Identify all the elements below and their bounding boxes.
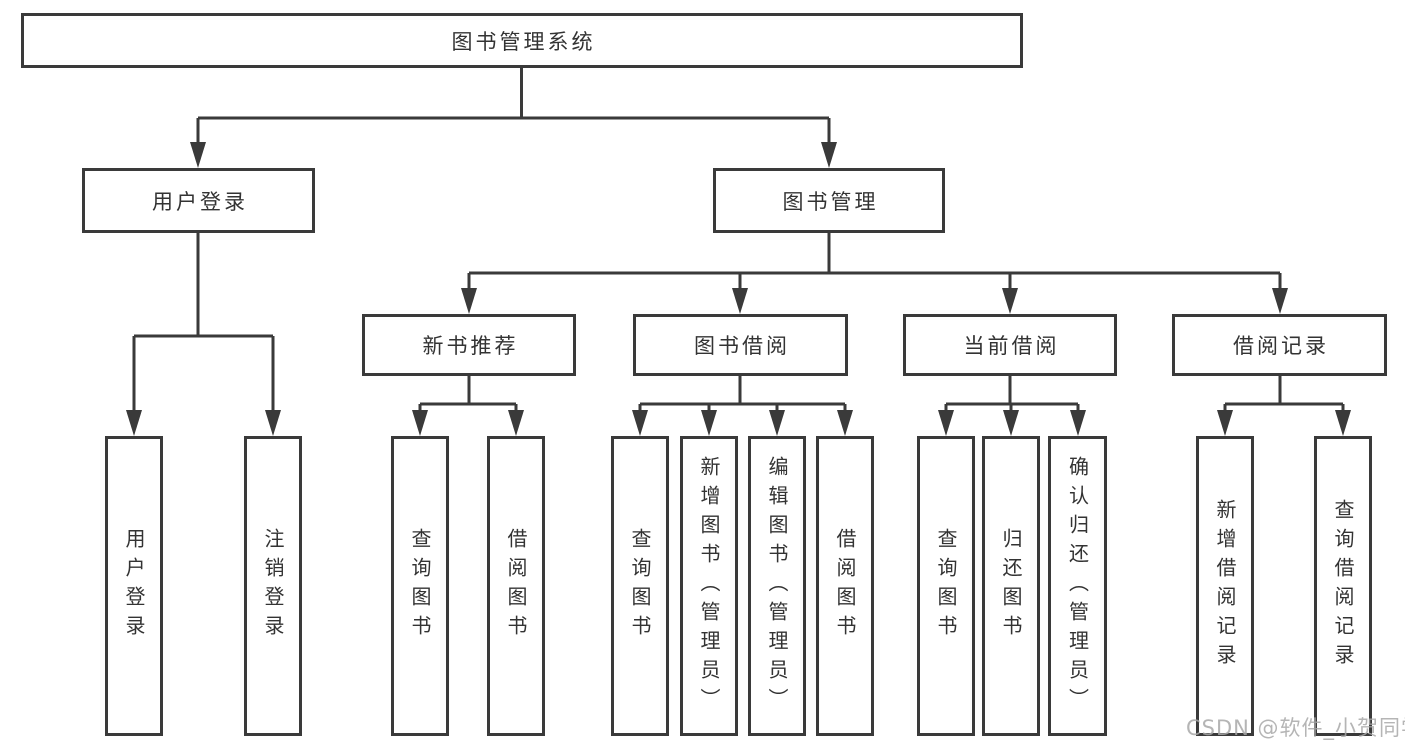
leaf-add-borrow-record: 新增借阅记录 (1196, 436, 1254, 736)
leaf-label: 查询借阅记录 (1331, 499, 1355, 673)
leaf-user-login: 用户登录 (105, 436, 163, 736)
leaf-label: 编辑图书（管理员） (765, 455, 789, 717)
leaf-logout: 注销登录 (244, 436, 302, 736)
node-user-login: 用户登录 (82, 168, 315, 233)
leaf-label: 借阅图书 (833, 528, 857, 644)
leaf-label: 归还图书 (999, 528, 1023, 644)
leaf-label: 新增借阅记录 (1213, 499, 1237, 673)
node-book-management: 图书管理 (713, 168, 945, 233)
leaf-borrow-books-recommend: 借阅图书 (487, 436, 545, 736)
leaf-edit-book-admin: 编辑图书（管理员） (748, 436, 806, 736)
leaf-add-book-admin: 新增图书（管理员） (680, 436, 738, 736)
node-current-borrow: 当前借阅 (903, 314, 1117, 376)
leaf-confirm-return-admin: 确认归还（管理员） (1048, 436, 1107, 736)
leaf-label: 确认归还（管理员） (1065, 455, 1090, 717)
leaf-label: 用户登录 (122, 528, 146, 644)
leaf-borrow-books: 借阅图书 (816, 436, 874, 736)
leaf-label: 查询图书 (628, 528, 652, 644)
node-book-borrow: 图书借阅 (633, 314, 848, 376)
node-new-book-recommend: 新书推荐 (362, 314, 576, 376)
leaf-query-books-recommend: 查询图书 (391, 436, 449, 736)
leaf-return-books: 归还图书 (982, 436, 1040, 736)
node-borrow-records: 借阅记录 (1172, 314, 1387, 376)
leaf-label: 注销登录 (261, 528, 285, 644)
leaf-label: 借阅图书 (504, 528, 528, 644)
leaf-query-books-current: 查询图书 (917, 436, 975, 736)
node-root: 图书管理系统 (21, 13, 1023, 68)
leaf-label: 新增图书（管理员） (697, 455, 721, 717)
leaf-query-borrow-record: 查询借阅记录 (1314, 436, 1372, 736)
leaf-label: 查询图书 (408, 528, 432, 644)
leaf-label: 查询图书 (934, 528, 958, 644)
csdn-watermark: CSDN @软件_小贺同学 (1186, 716, 1405, 740)
leaf-query-books-borrow: 查询图书 (611, 436, 669, 736)
